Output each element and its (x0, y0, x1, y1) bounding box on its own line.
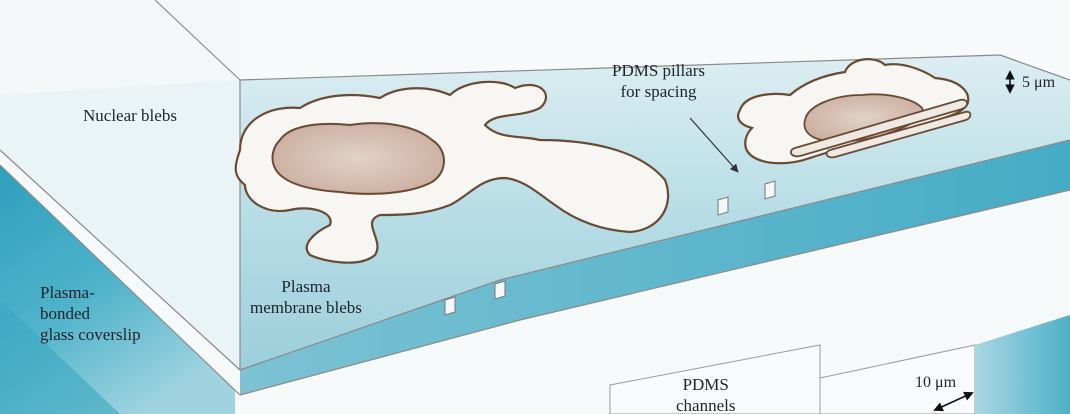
pdms-channels-label: PDMS channels (676, 374, 735, 414)
five-um-label: 5 μm (1022, 72, 1055, 93)
nuclear-blebs-label: Nuclear blebs (83, 105, 177, 126)
pdms-block-top-face (0, 0, 240, 95)
left-nucleus (273, 123, 444, 194)
ten-um-label: 10 μm (915, 372, 956, 393)
plasma-membrane-blebs-label: Plasma membrane blebs (250, 276, 362, 318)
pdms-pillars-label: PDMS pillars for spacing (612, 60, 705, 102)
glass-coverslip-label: Plasma- bonded glass coverslip (40, 282, 141, 345)
